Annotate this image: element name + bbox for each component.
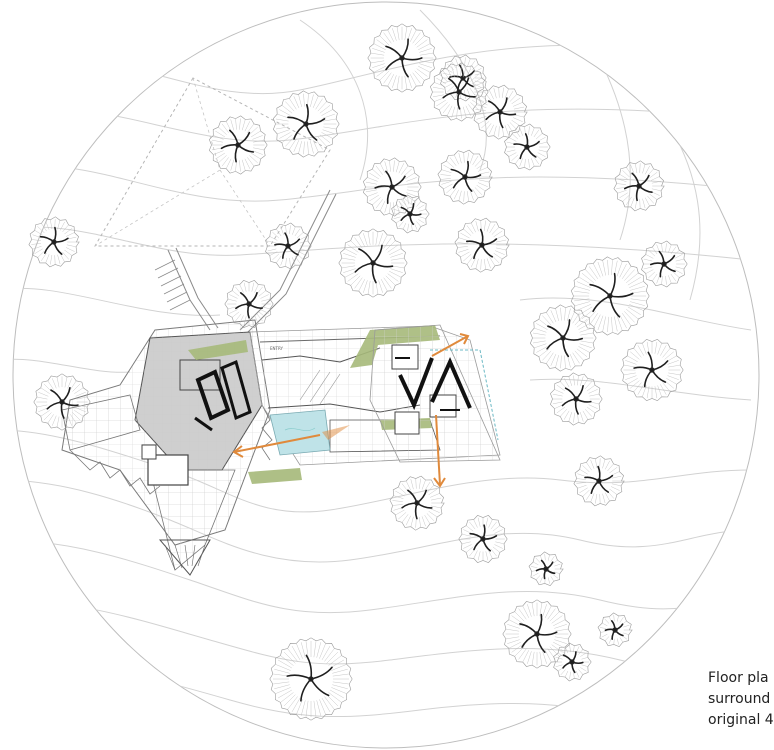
tree-symbol <box>620 338 684 402</box>
tree-symbol <box>272 90 340 158</box>
caption-line-3: original 4 <box>708 712 774 728</box>
east-pavilion <box>369 324 501 463</box>
caption-line-2: surround <box>708 691 771 707</box>
tree-symbol <box>362 157 422 217</box>
tree-symbol <box>502 599 572 669</box>
tree-symbol <box>437 149 493 205</box>
v-wall-icon <box>398 357 434 411</box>
tree-symbol <box>28 216 80 268</box>
tree-symbol <box>458 515 508 563</box>
tree-symbol <box>613 160 665 212</box>
tree-symbol <box>33 373 91 431</box>
terrace-south <box>248 468 302 484</box>
tree-symbol <box>208 115 268 175</box>
tree-symbol <box>529 304 597 372</box>
dashed-footprint <box>94 77 331 247</box>
tree-symbol <box>389 475 445 531</box>
terrace-north-west <box>188 340 248 360</box>
tree-symbol <box>429 62 489 122</box>
site-plan-drawing: ENTRY <box>12 1 760 749</box>
access-path <box>154 189 337 335</box>
plan-label: ENTRY <box>270 346 283 351</box>
arrow-northeast <box>431 335 469 357</box>
tree-symbol <box>472 84 528 140</box>
tree-symbol <box>570 256 650 336</box>
tree-symbol <box>504 123 551 171</box>
tree-symbol <box>528 551 564 587</box>
tree-symbol <box>265 222 312 270</box>
caption-line-1: Floor pla <box>708 670 769 686</box>
pool <box>269 409 331 456</box>
tree-symbol <box>391 194 430 234</box>
tree-symbol <box>553 642 592 682</box>
view-arrows <box>232 333 470 488</box>
tree-symbol <box>367 23 437 93</box>
site-boundary <box>12 1 760 749</box>
tree-symbol <box>224 280 274 328</box>
arrow-south <box>435 414 441 486</box>
house-plan <box>61 319 273 576</box>
trees <box>28 23 688 721</box>
tree-symbol <box>641 240 688 288</box>
a-wall-icon <box>430 357 472 409</box>
tree-symbol <box>338 228 408 298</box>
tree-symbol <box>269 637 353 721</box>
arrow-southwest <box>233 434 321 453</box>
tree-symbol <box>550 372 603 426</box>
tree-symbol <box>597 612 633 648</box>
tree-symbol <box>573 455 625 507</box>
figure-caption: Floor pla surround original 4 <box>708 668 774 731</box>
tree-symbol <box>454 217 510 273</box>
